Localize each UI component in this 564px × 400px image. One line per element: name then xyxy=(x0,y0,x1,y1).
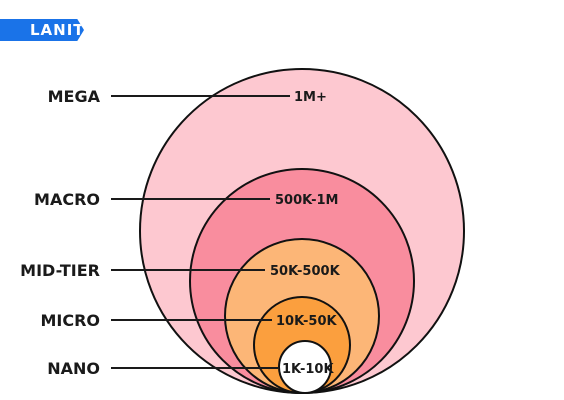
mega-range-label: 1M+ xyxy=(294,90,327,105)
nano-label: NANO xyxy=(47,359,100,378)
mega-label: MEGA xyxy=(48,87,101,106)
nano-range-label: 1K-10K xyxy=(282,362,334,377)
lanit-logo: LANIT xyxy=(0,19,84,41)
nano-circle xyxy=(278,340,332,394)
mid-tier-label: MID-TIER xyxy=(20,261,100,280)
micro-range-label: 10K-50K xyxy=(276,314,338,329)
mid-tier-range-label: 50K-500K xyxy=(270,264,341,279)
macro-label: MACRO xyxy=(34,190,100,209)
macro-range-label: 500K-1M xyxy=(275,193,338,208)
micro-label: MICRO xyxy=(40,311,100,330)
